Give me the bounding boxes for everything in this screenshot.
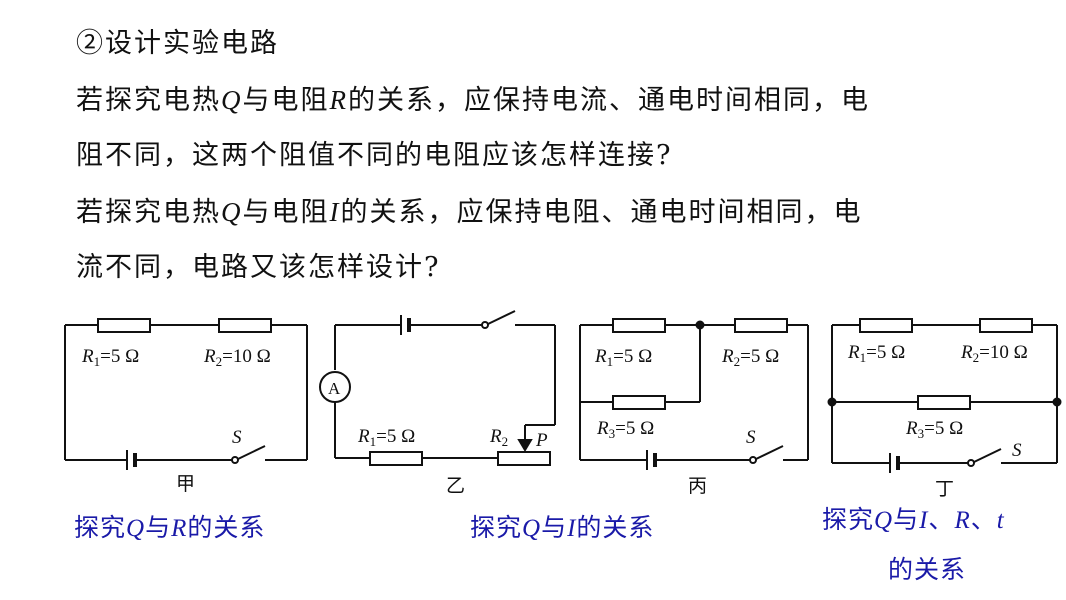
battery-ding [889, 453, 900, 473]
label-r2-ding: R2=10 Ω [960, 342, 1028, 365]
label-r1-jia: R1=5 Ω [81, 346, 139, 369]
switch-bing [749, 456, 757, 464]
label-r3-bing: R3=5 Ω [596, 418, 654, 441]
paragraph-1-line-2: 阻不同，这两个阻值不同的电阻应该怎样连接? [76, 140, 673, 171]
caption-jia: 探究Q与R的关系 [74, 513, 266, 542]
paragraph-2-line-2: 流不同，电路又该怎样设计? [76, 252, 441, 283]
circuit-bing [579, 318, 809, 470]
battery-jia [126, 450, 137, 470]
section-heading: ②设计实验电路 [76, 28, 279, 59]
resistor-r2-jia [218, 318, 272, 333]
caption-yi: 探究Q与I的关系 [470, 513, 655, 542]
resistor-r1-yi [369, 451, 423, 466]
caption-ding-line-2: 的关系 [888, 555, 967, 584]
circuit-yi [319, 310, 556, 466]
ammeter-label: A [328, 379, 341, 398]
rheostat-r2-yi [497, 451, 551, 466]
caption-ding: 探究Q与I、R、t [822, 505, 1005, 534]
label-ding: 丁 [935, 479, 954, 500]
label-r2-jia: R2=10 Ω [203, 346, 271, 369]
label-r1-yi: R1=5 Ω [357, 426, 415, 449]
resistor-r2-ding [979, 318, 1033, 333]
label-bing: 丙 [688, 476, 707, 497]
battery-yi [400, 315, 411, 335]
label-r2-yi: R2 [489, 426, 508, 449]
label-jia: 甲 [176, 474, 195, 495]
label-r2-bing: R2=5 Ω [721, 346, 779, 369]
label-r1-bing: R1=5 Ω [594, 346, 652, 369]
resistor-r2-bing [734, 318, 788, 333]
label-slider-yi: P [535, 430, 548, 451]
resistor-r1-jia [97, 318, 151, 333]
label-switch-ding: S [1012, 440, 1022, 461]
resistor-r3-bing [612, 395, 666, 410]
label-yi: 乙 [446, 476, 465, 497]
circuit-diagrams: R1=5 Ω R2=10 Ω S 甲 A R1=5 Ω R2 P 乙 R1=5 … [64, 310, 1062, 500]
resistor-r3-ding [917, 395, 971, 410]
label-r3-ding: R3=5 Ω [905, 418, 963, 441]
paragraph-1-line-1: 若探究电热Q与电阻R的关系，应保持电流、通电时间相同，电 [76, 85, 870, 116]
resistor-r1-bing [612, 318, 666, 333]
battery-bing [646, 450, 657, 470]
resistor-r1-ding [859, 318, 913, 333]
label-switch-jia: S [232, 427, 242, 448]
paragraph-2-line-1: 若探究电热Q与电阻I的关系，应保持电阻、通电时间相同，电 [76, 197, 863, 228]
switch-jia [231, 456, 239, 464]
switch-yi [481, 321, 489, 329]
circuit-jia [64, 318, 308, 470]
switch-ding [967, 459, 975, 467]
circuit-ding [827, 318, 1062, 473]
label-r1-ding: R1=5 Ω [847, 342, 905, 365]
label-switch-bing: S [746, 427, 756, 448]
